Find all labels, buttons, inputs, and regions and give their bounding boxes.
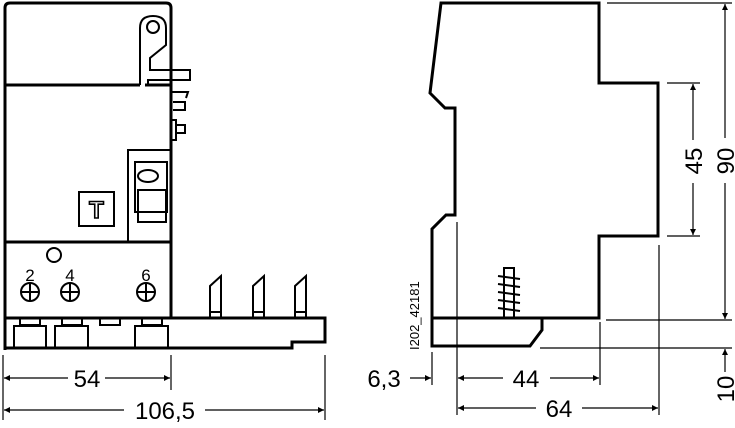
test-button-label: T [89, 197, 104, 224]
terminal-4: 4 [65, 266, 74, 285]
side-view: I202_42181 6,3 44 64 45 [367, 1, 735, 423]
dimension-label: 10 [713, 376, 735, 403]
dimension-din-offset: 6,3 [367, 366, 431, 393]
lever [139, 14, 191, 85]
dimension-label: 45 [681, 148, 708, 175]
test-button[interactable]: T [78, 191, 115, 227]
dimension-front-height: 45 [681, 84, 708, 235]
dimension-label: 44 [513, 366, 540, 393]
terminal-6: 6 [141, 266, 150, 285]
drawing-code: I202_42181 [407, 281, 422, 350]
indicator-window [127, 149, 172, 243]
terminal-screw-icon [136, 282, 156, 302]
terminal-2: 2 [25, 266, 34, 285]
terminal-screw-icon [60, 282, 80, 302]
terminal-label: 4 [65, 266, 74, 285]
led-indicator [46, 247, 62, 263]
dimension-total-depth: 64 [458, 396, 658, 423]
busbar-pins [209, 273, 307, 318]
terminal-screw-icon [20, 282, 40, 302]
dimension-width-module: 54 [4, 366, 170, 393]
dimension-label: 64 [546, 396, 573, 423]
dimension-label: 90 [713, 148, 735, 175]
terminal-label: 2 [25, 266, 34, 285]
dimension-width-total: 106,5 [4, 398, 324, 425]
side-base [430, 316, 544, 348]
dimension-label: 6,3 [367, 366, 400, 393]
side-outline [428, 1, 660, 320]
dimension-front-depth: 44 [458, 366, 599, 393]
dimension-bottom-extension: 10 [713, 349, 735, 402]
dimension-label: 54 [74, 366, 101, 393]
dimension-label: 106,5 [135, 398, 195, 425]
base-rail [3, 316, 327, 350]
terminal-label: 6 [141, 266, 150, 285]
body-outline [3, 1, 173, 350]
screw-spring-icon [497, 267, 521, 319]
dimension-total-height: 90 [713, 4, 735, 319]
front-view: T 2 4 6 [2, 1, 327, 425]
